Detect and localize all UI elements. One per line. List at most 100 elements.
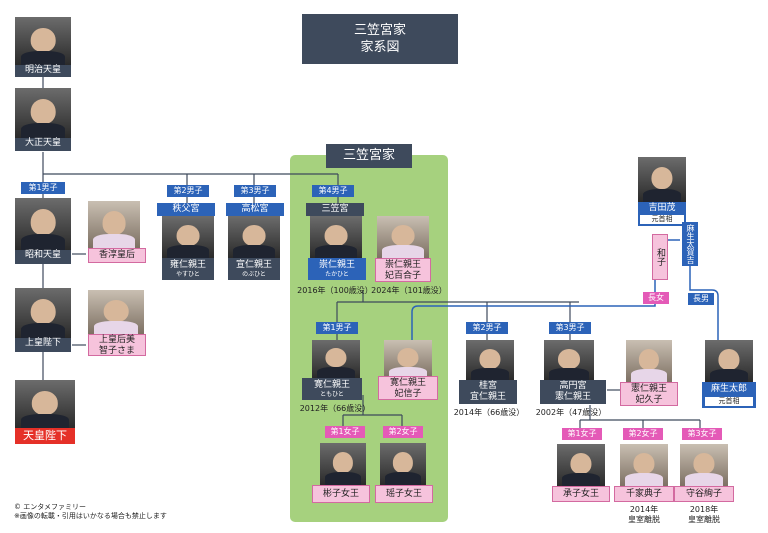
hisako-label: 憲仁親王 妃久子 xyxy=(620,382,678,406)
meiji-photo xyxy=(15,17,71,65)
kojun-photo xyxy=(88,201,140,248)
chichibu-name: 雍仁親王 xyxy=(169,260,206,270)
jokogo-name: 上皇后美 智子さま xyxy=(88,334,146,356)
yoko-relation: 第2女子 xyxy=(383,426,423,438)
akiko-name: 彬子女王 xyxy=(312,485,370,503)
jokogo-photo xyxy=(88,290,144,334)
jokogo-line2: 智子さま xyxy=(98,346,135,356)
takamatsu-house: 高松宮 xyxy=(226,203,284,216)
takamatsu-label: 宣仁親王 のぶひと xyxy=(228,258,280,280)
noriko-note1: 2014年 xyxy=(629,505,659,514)
takamado-line1: 高円宮 xyxy=(559,381,587,391)
katsura-line2: 宜仁親王 xyxy=(469,392,506,402)
aso-taro-role: 元首相 xyxy=(705,397,753,406)
katsura-photo xyxy=(466,340,514,380)
meiji-name: 明治天皇 xyxy=(15,65,71,77)
joko-name: 上皇陛下 xyxy=(15,338,71,352)
noriko-note2: 皇室離脱 xyxy=(628,515,660,524)
yoko-name: 瑶子女王 xyxy=(375,485,433,503)
chichibu-label: 雍仁親王 やすひと xyxy=(162,258,214,280)
hisako-line2: 妃久子 xyxy=(635,395,663,405)
nobuko-label: 寛仁親王 妃信子 xyxy=(378,376,438,400)
tomohito-label: 寛仁親王 ともひと xyxy=(302,378,362,400)
chichibu-relation: 第2男子 xyxy=(167,185,209,197)
takamatsu-reading: のぶひと xyxy=(242,271,266,278)
ayako-name: 守谷絢子 xyxy=(674,486,734,502)
tomohito-death: 2012年（66歳没） xyxy=(299,404,371,413)
noriko-relation: 第2女子 xyxy=(623,428,663,440)
mikasa-death: 2016年（100歳没） xyxy=(297,286,373,295)
yuriko-line1: 崇仁親王 xyxy=(384,260,421,270)
takamatsu-relation: 第3男子 xyxy=(234,185,276,197)
jokogo-line1: 上皇后美 xyxy=(98,335,135,345)
tomohito-photo xyxy=(312,340,360,378)
joko-photo xyxy=(15,288,71,338)
ayako-photo xyxy=(680,444,728,486)
yoshida-role: 元首相 xyxy=(640,215,684,224)
hisako-photo xyxy=(626,340,672,382)
kazuko-name: 和子 xyxy=(652,234,668,280)
aso-taro-name: 麻生太郎 xyxy=(710,384,747,394)
yuriko-line2: 妃百合子 xyxy=(384,271,421,281)
yoshida-label: 吉田茂 元首相 xyxy=(638,202,686,226)
nobuko-line2: 妃信子 xyxy=(394,389,422,399)
showa-photo xyxy=(15,198,71,250)
yuriko-photo xyxy=(377,216,429,258)
hisako-line1: 憲仁親王 xyxy=(630,384,667,394)
akiko-relation: 第1女子 xyxy=(325,426,365,438)
takamatsu-name: 宣仁親王 xyxy=(235,260,272,270)
yoshida-photo xyxy=(638,157,686,202)
katsura-death: 2014年（66歳没） xyxy=(453,408,525,417)
yoshida-name: 吉田茂 xyxy=(648,203,676,213)
ayako-note2: 皇室離脱 xyxy=(688,515,720,524)
katsura-relation: 第2男子 xyxy=(466,322,508,334)
mikasa-house: 三笠宮 xyxy=(306,203,364,216)
noriko-name: 千家典子 xyxy=(614,486,674,502)
aso-takakichi-name: 麻生太賀吉 xyxy=(682,222,698,266)
takamado-death: 2002年（47歳没） xyxy=(535,408,607,417)
taisho-photo xyxy=(15,88,71,138)
taisho-name: 大正天皇 xyxy=(15,138,71,151)
showa-relation: 第1男子 xyxy=(21,182,65,194)
takamado-relation: 第3男子 xyxy=(549,322,591,334)
nobuko-line1: 寛仁親王 xyxy=(389,378,426,388)
mikasa-relation: 第4男子 xyxy=(312,185,354,197)
copyright-line2: ※画像の転載・引用はいかなる場合も禁止します xyxy=(14,512,167,520)
tomohito-relation: 第1男子 xyxy=(316,322,358,334)
title-line2: 家系図 xyxy=(360,40,400,55)
mikasa-name: 崇仁親王 xyxy=(318,260,355,270)
tomohito-reading: ともひと xyxy=(320,391,344,398)
tenno-photo xyxy=(15,380,75,428)
ayako-note1: 2018年 xyxy=(689,505,719,514)
katsura-label: 桂宮 宜仁親王 xyxy=(459,380,517,404)
tsuguko-name: 承子女王 xyxy=(552,486,610,502)
chart-title: 三笠宮家 家系図 xyxy=(302,14,458,64)
kazuko-relation: 長女 xyxy=(643,292,669,304)
copyright-notice: © エンタメファミリー ※画像の転載・引用はいかなる場合も禁止します xyxy=(14,503,167,521)
takamado-label: 高円宮 憲仁親王 xyxy=(540,380,606,404)
aso-taro-label: 麻生太郎 元首相 xyxy=(702,382,756,408)
chichibu-reading: やすひと xyxy=(176,271,200,278)
takamado-photo xyxy=(544,340,594,380)
noriko-photo xyxy=(620,444,668,486)
yoko-photo xyxy=(380,443,426,485)
tomohito-name: 寛仁親王 xyxy=(313,380,350,390)
chichibu-photo xyxy=(162,216,214,258)
yuriko-label: 崇仁親王 妃百合子 xyxy=(375,258,431,282)
aso-taro-photo xyxy=(705,340,753,382)
title-line1: 三笠宮家 xyxy=(353,23,406,38)
mikasa-photo xyxy=(310,216,362,258)
ayako-relation: 第3女子 xyxy=(682,428,722,440)
kojun-name: 香淳皇后 xyxy=(88,248,146,263)
mikasa-house-label: 三笠宮家 xyxy=(326,144,412,168)
tenno-name: 天皇陛下 xyxy=(15,428,75,444)
ayako-note: 2018年 皇室離脱 xyxy=(674,505,734,525)
chichibu-house: 秩父宮 xyxy=(157,203,215,216)
aso-taro-relation: 長男 xyxy=(688,293,714,305)
takamatsu-photo xyxy=(228,216,280,258)
noriko-note: 2014年 皇室離脱 xyxy=(614,505,674,525)
tsuguko-relation: 第1女子 xyxy=(562,428,602,440)
katsura-line1: 桂宮 xyxy=(478,381,497,391)
akiko-photo xyxy=(320,443,366,485)
